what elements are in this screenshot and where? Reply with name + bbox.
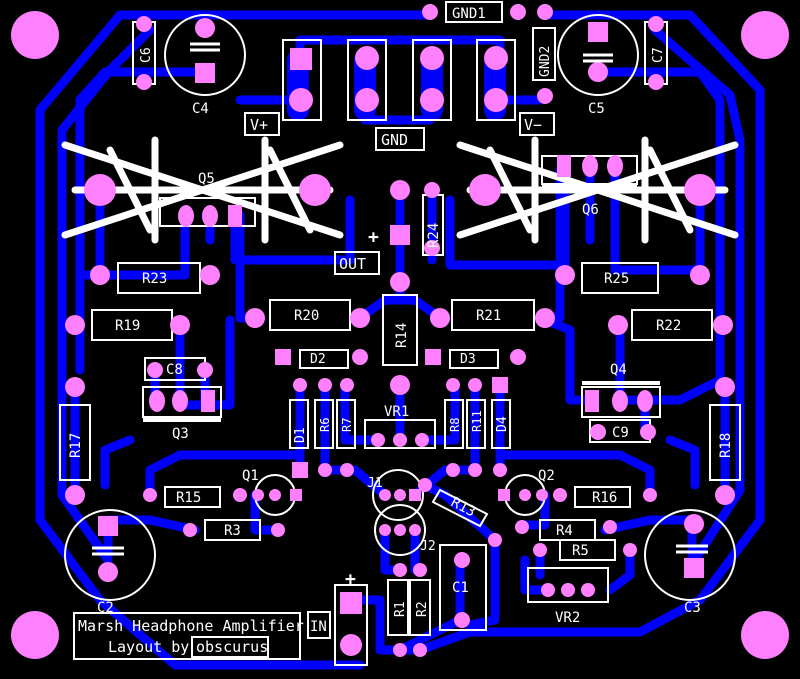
board-credit-author: obscurus	[196, 638, 268, 656]
mount-hole-tl	[11, 11, 59, 59]
mount-hole-bl	[11, 611, 59, 659]
label-j2: J2	[420, 539, 436, 554]
out-label: OUT	[339, 255, 366, 273]
out-plus-label: +	[368, 227, 379, 248]
label-vr1: VR1	[384, 404, 409, 420]
label-r18: R18	[718, 433, 734, 458]
in-label: IN	[310, 619, 327, 635]
label-c7: C7	[651, 47, 666, 63]
label-q2: Q2	[538, 468, 555, 484]
label-c5: C5	[588, 101, 605, 117]
label-r23: R23	[142, 271, 167, 287]
label-r17: R17	[68, 433, 84, 458]
label-d4: D4	[495, 416, 510, 432]
in-plus-label: +	[345, 569, 356, 590]
label-q5: Q5	[198, 171, 215, 187]
label-c8: C8	[166, 362, 183, 378]
label-r20: R20	[294, 308, 319, 324]
label-r21: R21	[476, 308, 501, 324]
label-q1: Q1	[242, 468, 259, 484]
label-vr2: VR2	[555, 610, 580, 626]
vminus-label: V−	[524, 116, 542, 134]
board-credit-prefix: Layout by	[108, 638, 189, 656]
label-r14: R14	[394, 323, 410, 348]
label-c2: C2	[97, 600, 114, 616]
label-r11: R5	[572, 543, 589, 559]
label-r8: R4	[556, 523, 573, 539]
gnd2-label: GND2	[538, 46, 553, 77]
heatsink-left	[61, 136, 344, 244]
heatsink-right	[456, 136, 739, 244]
gnd1-label: GND1	[452, 6, 486, 22]
label-r1: R1	[393, 601, 408, 617]
label-r15: R15	[176, 490, 201, 506]
label-r25: R25	[604, 271, 629, 287]
label-c1: C1	[452, 580, 469, 596]
silk-tabs	[143, 184, 660, 422]
vplus-label: V+	[250, 116, 268, 134]
label-q6: Q6	[582, 202, 599, 218]
label-r24: R24	[426, 223, 442, 248]
label-q4: Q4	[610, 362, 627, 378]
terminal-labels: GND1 GND2 V+ V− GND OUT + IN +	[244, 1, 556, 639]
label-c9: C9	[612, 425, 629, 441]
label-r2: R2	[415, 601, 430, 617]
label-c3: C3	[684, 600, 701, 616]
label-d2: D2	[310, 352, 326, 367]
label-r5: R7	[340, 418, 354, 432]
silkscreen-outlines	[59, 14, 741, 666]
label-r19: R19	[115, 318, 140, 334]
label-c4: C4	[192, 101, 209, 117]
label-c6: C6	[139, 47, 154, 63]
mount-hole-br	[741, 611, 789, 659]
mount-hole-tr	[741, 11, 789, 59]
label-r16: R16	[592, 490, 617, 506]
label-r3: R3	[224, 523, 241, 539]
label-r22: R22	[656, 318, 681, 334]
pads	[11, 4, 789, 659]
label-r4: R6	[318, 418, 332, 432]
title-block: Marsh Headphone Amplifier Layout by obsc…	[78, 617, 304, 658]
label-r6: R8	[448, 418, 462, 432]
label-d1: D1	[293, 427, 308, 443]
component-labels: C4 C5 C6 C7 Q5 Q6 R24 R23 R25 R19 R20 R2…	[68, 47, 734, 626]
label-d3: D3	[460, 352, 476, 367]
cap-polarity-bars	[92, 42, 708, 556]
label-j1: J1	[367, 476, 383, 491]
board-title: Marsh Headphone Amplifier	[78, 617, 304, 635]
label-q3: Q3	[172, 426, 189, 442]
label-r7: R11	[470, 410, 484, 432]
gnd-label: GND	[381, 131, 408, 149]
